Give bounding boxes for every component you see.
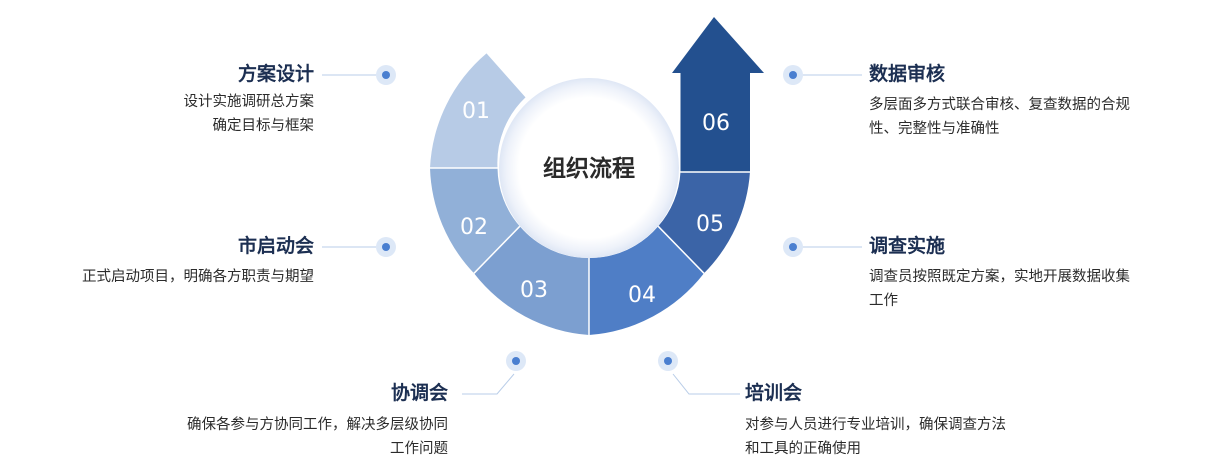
step-05-number: 05 [696, 212, 724, 237]
step-06-description: 多层面多方式联合审核、复查数据的合规 性、完整性与准确性 [869, 93, 1130, 141]
dot-05 [783, 237, 803, 257]
step-04-desc-line: 和工具的正确使用 [745, 441, 861, 457]
step-03-number: 03 [520, 278, 548, 303]
connector-dots [376, 65, 803, 371]
step-04-segment [589, 226, 704, 335]
center-title: 组织流程 [543, 155, 635, 182]
step-06-desc-line: 多层面多方式联合审核、复查数据的合规 [869, 97, 1130, 113]
step-01-number: 01 [462, 99, 490, 124]
step-04-title: 培训会 [745, 382, 803, 404]
connector-04 [672, 373, 740, 395]
step-03-desc-line: 确保各参与方协同工作，解决多层级协同 [187, 417, 448, 433]
step-06-arrow [672, 17, 764, 172]
step-03-desc-line: 工作问题 [390, 441, 448, 457]
connector-03 [462, 373, 515, 395]
step-01-segment [430, 53, 526, 168]
step-05-desc-line: 工作 [869, 293, 898, 309]
dot-01 [376, 65, 396, 85]
dot-02 [376, 237, 396, 257]
step-04-desc-line: 对参与人员进行专业培训，确保调查方法 [745, 417, 1006, 433]
step-05-desc-line: 调查员按照既定方案，实地开展数据收集 [869, 269, 1130, 285]
step-05-segment [658, 172, 750, 274]
step-03-title: 协调会 [390, 382, 448, 404]
step-03-description: 确保各参与方协同工作，解决多层级协同 工作问题 [187, 413, 448, 461]
step-04-number: 04 [628, 283, 656, 308]
step-05-title: 调查实施 [869, 235, 946, 257]
step-02-description: 正式启动项目，明确各方职责与期望 [82, 265, 314, 289]
dot-06 [783, 65, 803, 85]
step-06-title: 数据审核 [869, 63, 946, 85]
center-circle [499, 78, 679, 258]
step-03-segment [474, 226, 589, 335]
step-01-title: 方案设计 [237, 63, 314, 85]
step-06-desc-line: 性、完整性与准确性 [869, 121, 1000, 137]
connector-lines [322, 74, 862, 395]
step-02-number: 02 [460, 215, 488, 240]
step-02-segment [430, 168, 520, 274]
step-04-description: 对参与人员进行专业培训，确保调查方法 和工具的正确使用 [745, 413, 1006, 461]
step-01-desc-line: 确定目标与框架 [212, 118, 315, 134]
step-05-description: 调查员按照既定方案，实地开展数据收集 工作 [869, 265, 1130, 313]
segment-separators [430, 167, 750, 335]
step-02-title: 市启动会 [237, 235, 314, 257]
step-01-description: 设计实施调研总方案 确定目标与框架 [184, 90, 315, 138]
dot-03 [506, 351, 526, 371]
step-01-desc-line: 设计实施调研总方案 [183, 94, 315, 110]
step-06-number: 06 [702, 111, 730, 136]
step-02-desc-line: 正式启动项目，明确各方职责与期望 [82, 269, 314, 285]
dot-04 [658, 351, 678, 371]
